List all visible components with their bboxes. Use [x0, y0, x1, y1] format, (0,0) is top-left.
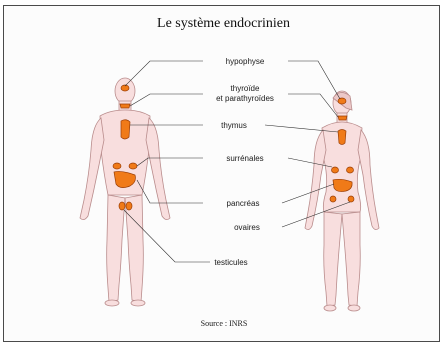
female-right-leg	[342, 212, 360, 306]
female-left-leg	[324, 212, 342, 306]
male-right-foot	[131, 300, 145, 306]
female-pancreas	[333, 179, 352, 191]
male-thyroid	[120, 104, 130, 108]
male-adrenal-right	[129, 163, 137, 169]
label-testicules: testicules	[214, 258, 247, 267]
female-right-foot	[348, 305, 360, 311]
male-left-foot	[105, 300, 119, 306]
male-left-leg	[107, 195, 125, 302]
female-ovary-right	[348, 196, 354, 202]
female-ovary-left	[330, 196, 336, 202]
female-adrenal-right	[347, 167, 354, 173]
male-right-leg	[125, 195, 143, 302]
label-parathyroides: et parathyroïdes	[216, 94, 274, 103]
label-pancreas: pancréas	[227, 199, 260, 208]
male-left-arm	[80, 118, 104, 220]
female-thymus	[338, 130, 346, 145]
female-left-foot	[324, 305, 336, 311]
male-adrenal-left	[113, 163, 121, 169]
male-figure	[80, 78, 170, 306]
male-thymus	[121, 120, 130, 139]
female-adrenal-left	[332, 167, 339, 173]
male-right-arm	[146, 118, 170, 220]
source-note: Source : INRS	[201, 319, 248, 328]
female-hypophysis	[338, 98, 346, 104]
male-testis-right	[126, 202, 132, 210]
male-testis-left	[119, 202, 125, 210]
label-surrenales: surrénales	[226, 154, 263, 163]
label-ovaires: ovaires	[234, 223, 260, 232]
label-thymus: thymus	[221, 121, 247, 130]
label-thyroide: thyroïde	[231, 84, 260, 93]
female-figure	[305, 91, 379, 311]
female-right-arm	[358, 130, 379, 230]
female-thyroid	[338, 116, 347, 120]
label-hypophyse: hypophyse	[226, 57, 265, 66]
